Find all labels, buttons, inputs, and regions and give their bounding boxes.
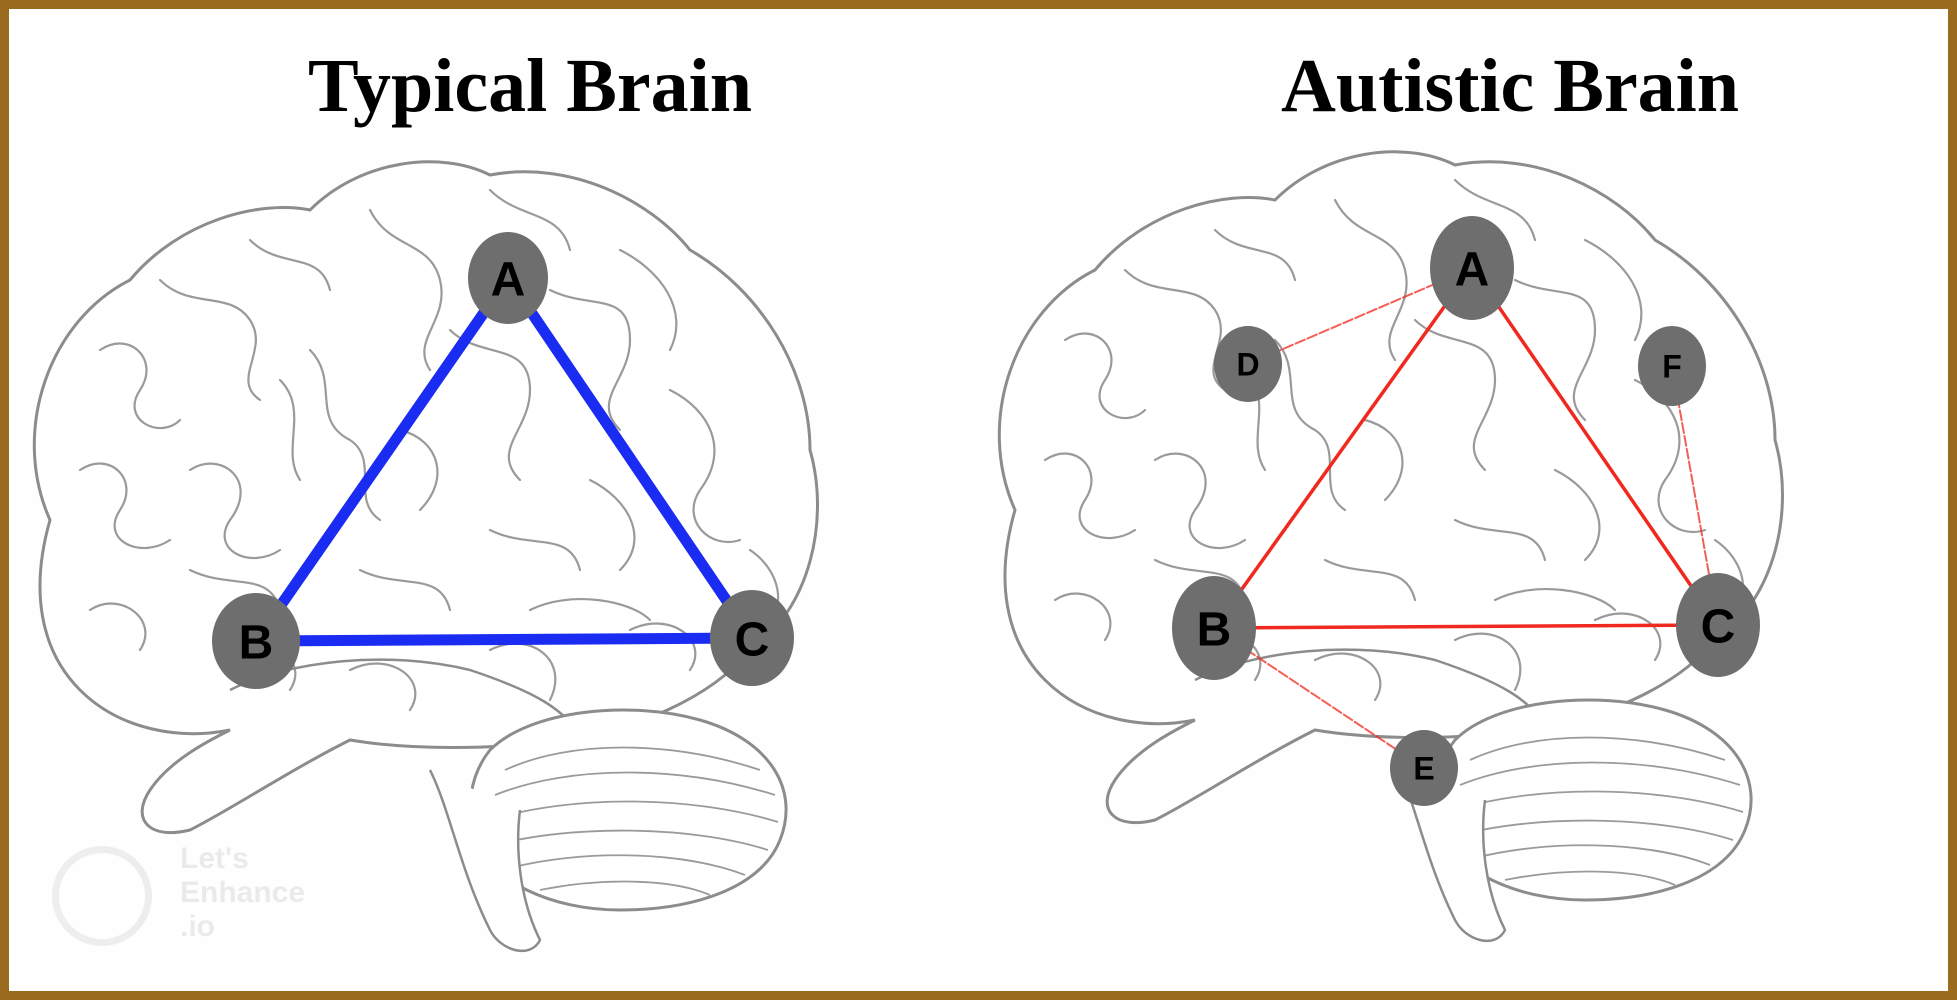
autistic-node-c: C (1676, 573, 1760, 677)
autistic-node-f-label: F (1662, 349, 1682, 385)
autistic-node-b-label: B (1197, 603, 1232, 656)
autistic-node-c-label: C (1701, 600, 1736, 653)
autistic-node-d-label: D (1236, 347, 1259, 383)
typical-link-a-c (502, 272, 758, 644)
typical-nodes: A B C (212, 232, 794, 689)
typical-node-c: C (710, 590, 794, 686)
autistic-node-e-circle (1390, 730, 1458, 806)
autistic-node-e: E (1390, 730, 1458, 806)
typical-node-c-circle (710, 590, 794, 686)
typical-node-c-label: C (735, 613, 770, 666)
autistic-node-b-circle (1172, 576, 1256, 680)
autistic-link-b-c (1212, 623, 1720, 630)
watermark-line: Let's (180, 842, 249, 875)
autistic-node-d: D (1214, 326, 1282, 402)
watermark-text: Let's Enhance .io (180, 842, 305, 944)
autistic-brain-title: Autistic Brain (1280, 44, 1740, 128)
typical-node-a: A (468, 232, 548, 324)
autistic-node-b: B (1172, 576, 1256, 680)
autistic-node-a-label: A (1455, 243, 1490, 296)
typical-brain-title: Typical Brain (307, 44, 753, 128)
watermark: Let's Enhance .io (52, 842, 372, 952)
autistic-node-e-label: E (1413, 751, 1434, 787)
autistic-link-a-b (1212, 266, 1474, 630)
watermark-logo (52, 846, 152, 946)
typical-link-a-b (250, 272, 514, 647)
autistic-node-a-circle (1430, 216, 1514, 320)
autistic-node-f-circle (1638, 326, 1706, 406)
autistic-link-a-c (1470, 266, 1720, 627)
typical-node-b-circle (212, 593, 300, 689)
autistic-node-c-circle (1676, 573, 1760, 677)
watermark-line: .io (180, 910, 215, 943)
typical-link-b-c (250, 632, 758, 647)
typical-node-a-circle (468, 232, 548, 324)
typical-node-a-label: A (491, 253, 526, 306)
typical-node-b-label: B (239, 616, 274, 669)
autistic-node-a: A (1430, 216, 1514, 320)
typical-node-b: B (212, 593, 300, 689)
watermark-line: Enhance (180, 876, 306, 909)
autistic-node-d-circle (1214, 326, 1282, 402)
typical-connections (250, 272, 758, 647)
autistic-node-f: F (1638, 326, 1706, 406)
autistic-nodes: A B C D E F (1172, 216, 1760, 806)
